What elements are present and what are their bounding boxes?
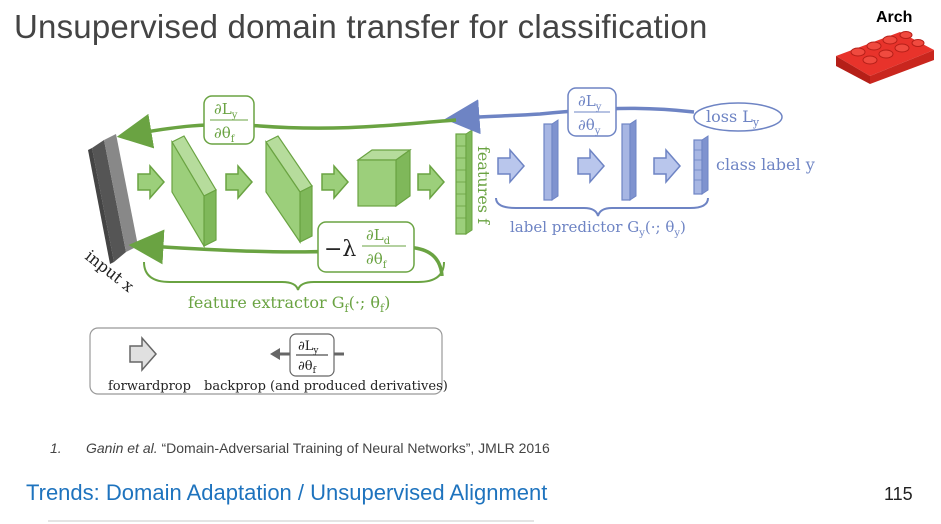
footnote: 1. Ganin et al. “Domain-Adversarial Train… (50, 440, 550, 456)
features-label: features f (474, 146, 493, 225)
loss-label: loss Ly (706, 107, 760, 129)
svg-text:∂θf: ∂θf (298, 359, 317, 376)
svg-text:∂θf: ∂θf (366, 250, 388, 271)
svg-text:∂Ly: ∂Ly (214, 100, 238, 121)
conv-cube (356, 148, 412, 208)
slide-title: Unsupervised domain transfer for classif… (14, 8, 708, 45)
forwardprop-arrow-icon (129, 336, 157, 372)
svg-text:∂θf: ∂θf (214, 124, 236, 145)
forward-arrows-label (497, 148, 681, 184)
class-label: class label y (716, 155, 815, 174)
page-number: 115 (884, 484, 913, 504)
grad-feature-extractor: ∂Ly ∂θf (203, 95, 255, 145)
legend-box: forwardprop ∂Ly ∂θf backprop (and produc… (89, 327, 448, 395)
footer-divider (48, 520, 534, 522)
feature-extractor-brace (143, 261, 445, 291)
legend-backward-label: backprop (and produced derivatives) (204, 379, 448, 394)
label-predictor-layer-1 (543, 119, 559, 201)
lego-brick-icon (836, 31, 934, 84)
svg-text:∂Ly: ∂Ly (298, 339, 319, 356)
label-predictor-brace (495, 197, 709, 217)
footnote-number: 1. (50, 440, 62, 456)
input-image-block (88, 134, 138, 264)
svg-text:∂Ld: ∂Ld (366, 226, 391, 247)
footnote-citation: “Domain-Adversarial Training of Neural N… (157, 440, 550, 456)
loss-ellipse (693, 102, 783, 132)
class-output-vector (693, 135, 709, 195)
label-predictor-label: label predictor Gy(·; θy) (510, 218, 686, 239)
label-backprop-arrow (444, 99, 695, 135)
section-tag: Arch (876, 9, 913, 26)
feature-backprop-arrow (116, 113, 457, 149)
grad-domain-reversed: −λ ∂Ld ∂θf (317, 221, 415, 273)
svg-text:∂Ly: ∂Ly (578, 92, 602, 113)
features-vector (455, 129, 473, 235)
label-predictor-layer-2 (621, 119, 637, 201)
conv-block-1 (171, 135, 217, 249)
forward-arrows-feature (137, 164, 445, 200)
svg-text:∂θy: ∂θy (578, 116, 601, 137)
feature-extractor-label: feature extractor Gf(·; θf) (188, 293, 390, 315)
conv-block-2 (265, 135, 313, 244)
svg-text:−λ: −λ (324, 237, 356, 262)
section-footer-title: Trends: Domain Adaptation / Unsupervised… (26, 480, 548, 505)
grad-label-predictor: ∂Ly ∂θy (567, 87, 617, 137)
footnote-authors: Ganin et al. (86, 440, 158, 456)
legend-forward-label: forwardprop (108, 379, 191, 394)
domain-adversarial-diagram: input x features f (82, 87, 815, 395)
